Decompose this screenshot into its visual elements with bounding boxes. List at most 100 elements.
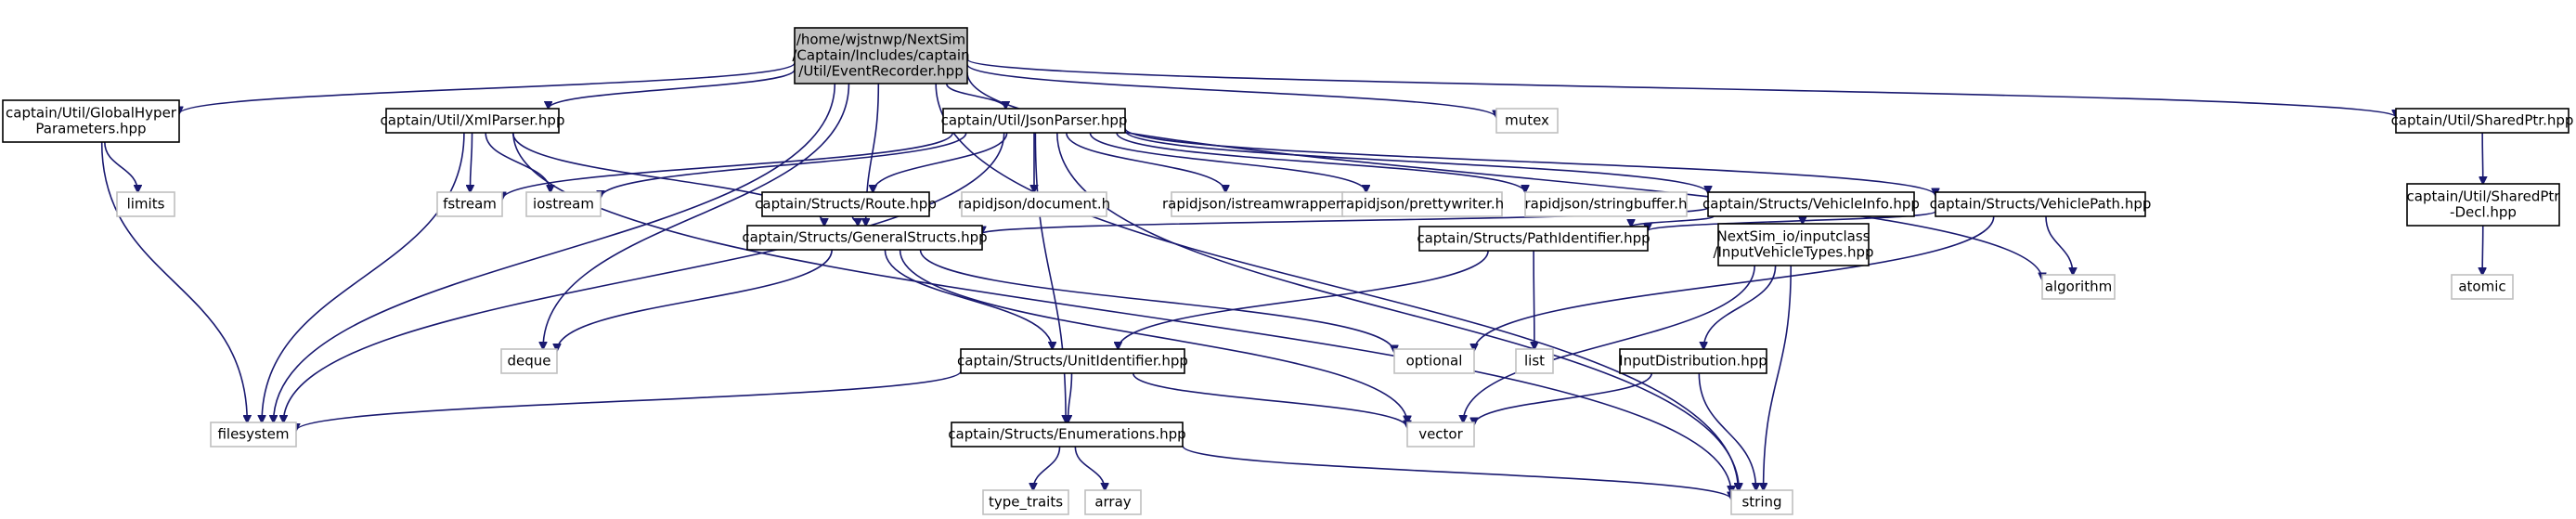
node-root-label-line-2: /Util/EventRecorder.hpp <box>798 63 963 80</box>
node-root-label-line-1: /Captain/Includes/captain <box>792 47 969 64</box>
edge-vehiclepath-to-pathidentifier <box>1648 210 1936 231</box>
node-jsonparser-box <box>942 108 1126 134</box>
node-rj_document-label-line-0: rapidjson/document.h <box>958 196 1110 213</box>
node-rj_stringbuffer-box <box>1524 191 1688 217</box>
node-vehiclepath[interactable]: captain/Structs/VehiclePath.hpp <box>1930 191 2152 217</box>
edge-sharedptr-to-sharedptrdecl <box>2482 132 2483 184</box>
node-sharedptrdecl[interactable]: captain/Util/SharedPtr-Decl.hpp <box>2406 183 2561 227</box>
node-xmlparser[interactable]: captain/Util/XmlParser.hpp <box>381 108 565 134</box>
node-root[interactable]: /home/wjstnwp/NextSim/Captain/Includes/c… <box>792 27 970 84</box>
node-inputdistribution-label-line-0: InputDistribution.hpp <box>1619 353 1767 370</box>
node-string: string <box>1730 489 1793 515</box>
edge-jsonparser-to-vehiclepath <box>1124 127 1935 195</box>
node-generalstructs-box <box>746 225 983 251</box>
node-inputvehicletypes[interactable]: NextSim_io/inputclass/InputVehicleTypes.… <box>1713 223 1874 266</box>
edge-enumerations-to-type_traits <box>1033 446 1061 490</box>
node-inputdistribution[interactable]: InputDistribution.hpp <box>1619 348 1767 374</box>
node-jsonparser[interactable]: captain/Util/JsonParser.hpp <box>941 108 1128 134</box>
node-atomic-label-line-0: atomic <box>2458 279 2505 295</box>
edge-inputdistribution-to-string <box>1698 372 1755 490</box>
node-route[interactable]: captain/Structs/Route.hpp <box>755 191 937 217</box>
edge-jsonparser-to-route <box>873 132 1008 192</box>
node-sharedptr[interactable]: captain/Util/SharedPtr.hpp <box>2391 108 2574 134</box>
node-sharedptrdecl-box <box>2406 183 2560 227</box>
edge-jsonparser-to-rj_pretty <box>1089 132 1366 192</box>
edges-layer <box>100 58 2483 500</box>
node-algorithm-label-line-0: algorithm <box>2045 279 2112 295</box>
node-vector-label-line-0: vector <box>1418 426 1463 443</box>
node-rj_pretty-label-line-0: rapidjson/prettywriter.h <box>1340 196 1504 213</box>
node-iostream-box <box>525 191 602 217</box>
node-rj_document: rapidjson/document.h <box>958 191 1110 217</box>
node-limits: limits <box>116 191 175 217</box>
edge-enumerations-to-array <box>1074 446 1105 490</box>
node-fstream-label-line-0: fstream <box>443 196 497 213</box>
edge-generalstructs-to-unitidentifier <box>884 249 1052 349</box>
edge-route-to-generalstructs <box>851 215 858 226</box>
node-array-box <box>1084 489 1142 515</box>
edge-xmlparser-to-filesystem <box>262 132 465 422</box>
node-deque-box <box>500 348 558 374</box>
node-vector-box <box>1406 422 1475 448</box>
edge-inputvehicletypes-to-vector <box>1463 265 1755 422</box>
edge-vehicleinfo-to-pathidentifier <box>1631 215 1715 227</box>
node-array-label-line-0: array <box>1094 494 1131 511</box>
node-pathidentifier[interactable]: captain/Structs/PathIdentifier.hpp <box>1417 226 1650 252</box>
edge-generalstructs-to-deque <box>557 249 833 351</box>
node-enumerations[interactable]: captain/Structs/Enumerations.hpp <box>948 422 1186 448</box>
edge-unitidentifier-to-enumerations <box>1068 372 1073 422</box>
node-algorithm-box <box>2041 274 2116 300</box>
node-rj_pretty: rapidjson/prettywriter.h <box>1340 191 1504 217</box>
node-pathidentifier-label-line-0: captain/Structs/PathIdentifier.hpp <box>1417 230 1650 247</box>
edge-enumerations-to-string <box>1182 445 1731 500</box>
edge-jsonparser-to-rj_istream <box>1066 132 1225 192</box>
node-algorithm: algorithm <box>2041 274 2116 300</box>
node-root-box <box>794 27 968 84</box>
node-type_traits: type_traits <box>982 489 1069 515</box>
node-list-label-line-0: list <box>1524 353 1545 370</box>
edge-generalstructs-to-vector <box>899 249 1407 423</box>
node-list: list <box>1515 348 1554 374</box>
node-vehicleinfo-label-line-0: captain/Structs/VehicleInfo.hpp <box>1702 196 1920 213</box>
node-filesystem-box <box>210 422 297 448</box>
node-rj_istream-label-line-0: rapidjson/istreamwrapper.h <box>1162 196 1353 213</box>
edge-globalhyper-to-filesystem <box>100 141 248 422</box>
edge-root-to-filesystem <box>274 83 836 422</box>
node-unitidentifier-label-line-0: captain/Structs/UnitIdentifier.hpp <box>957 353 1188 370</box>
node-inputvehicletypes-label-line-0: NextSim_io/inputclass <box>1717 228 1871 246</box>
node-string-label-line-0: string <box>1741 494 1781 511</box>
node-type_traits-label-line-0: type_traits <box>989 494 1063 512</box>
node-generalstructs[interactable]: captain/Structs/GeneralStructs.hpp <box>742 225 988 251</box>
node-unitidentifier-box <box>960 348 1185 374</box>
edge-inputdistribution-to-vector <box>1474 372 1653 425</box>
node-string-box <box>1730 489 1793 515</box>
node-route-box <box>761 191 930 217</box>
edge-root-to-sharedptr <box>966 58 2396 117</box>
node-xmlparser-label-line-0: captain/Util/XmlParser.hpp <box>381 112 565 129</box>
node-limits-box <box>116 191 175 217</box>
edge-pathidentifier-to-unitidentifier <box>1118 250 1489 349</box>
edge-jsonparser-to-iostream <box>601 132 967 198</box>
node-rj_stringbuffer: rapidjson/stringbuffer.h <box>1524 191 1688 217</box>
edge-jsonparser-to-vehicleinfo <box>1124 130 1708 194</box>
node-sharedptr-label-line-0: captain/Util/SharedPtr.hpp <box>2391 112 2574 129</box>
edge-sharedptrdecl-to-atomic <box>2482 225 2483 275</box>
node-rj_stringbuffer-label-line-0: rapidjson/stringbuffer.h <box>1524 196 1687 213</box>
node-vector: vector <box>1406 422 1475 448</box>
node-globalhyper-box <box>2 99 180 143</box>
edge-unitidentifier-to-filesystem <box>296 370 962 431</box>
edge-root-to-deque <box>543 83 850 349</box>
nodes-layer: /home/wjstnwp/NextSim/Captain/Includes/c… <box>2 27 2574 515</box>
node-vehicleinfo[interactable]: captain/Structs/VehicleInfo.hpp <box>1702 191 1920 217</box>
node-deque: deque <box>500 348 558 374</box>
node-list-box <box>1515 348 1554 374</box>
node-pathidentifier-box <box>1418 226 1649 252</box>
node-deque-label-line-0: deque <box>507 353 550 370</box>
node-unitidentifier[interactable]: captain/Structs/UnitIdentifier.hpp <box>957 348 1188 374</box>
edge-jsonparser-to-rj_stringbuffer <box>1116 132 1525 192</box>
node-vehiclepath-label-line-0: captain/Structs/VehiclePath.hpp <box>1930 196 2152 213</box>
edge-root-to-globalhyper <box>179 61 796 114</box>
node-sharedptrdecl-label-line-1: -Decl.hpp <box>2450 204 2517 221</box>
